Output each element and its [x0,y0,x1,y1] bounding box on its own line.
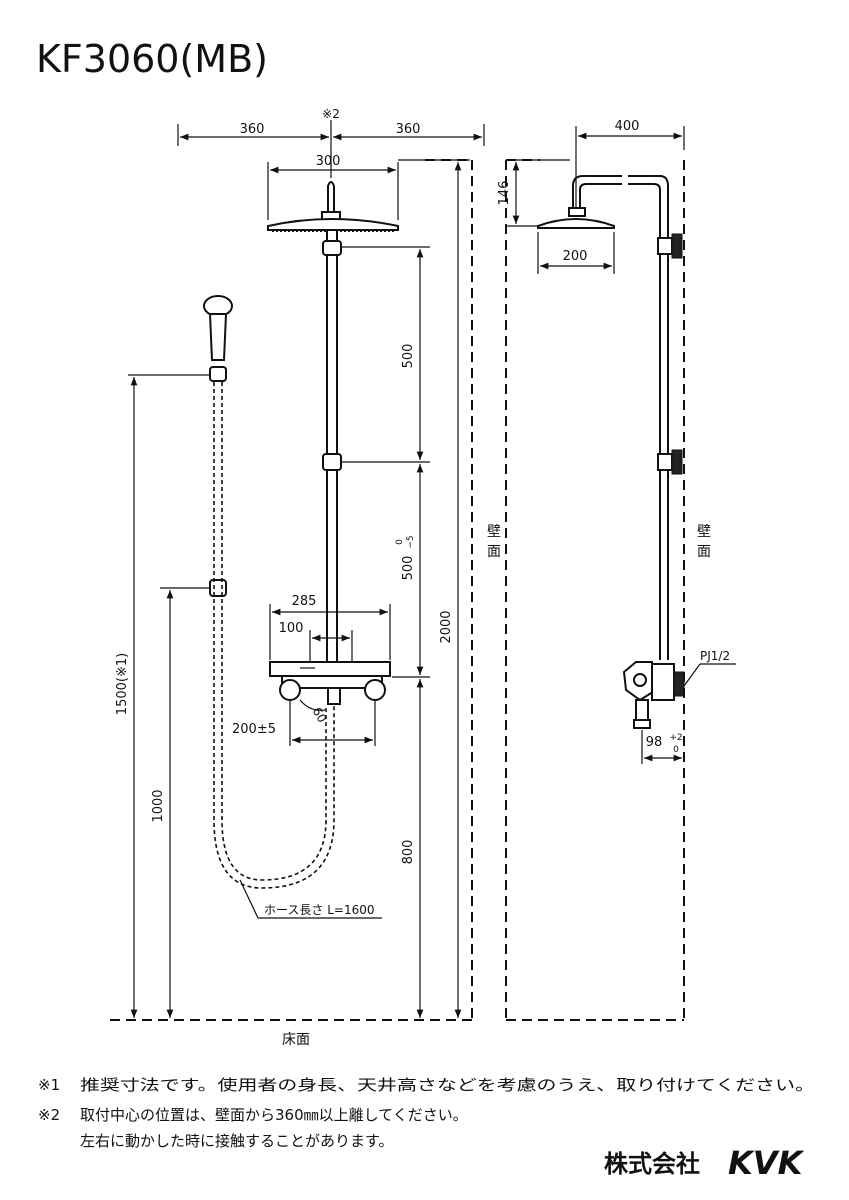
dim-total-height: 2000 [398,159,470,1018]
note1-mark: ※1 [38,1076,60,1094]
dim-side-depth: 98 +2 0 [644,733,683,762]
dim-holder-heights: 1500(※1) 1000 [115,374,210,1018]
dim-seg-mid: 500 [401,556,416,581]
dim-side-drop-value: 146 [497,181,512,206]
dim-mixer-offset: 100 [279,621,304,636]
dim-head-width: 300 [267,154,399,220]
dim-side-depth-tol-bot: 0 [673,745,679,755]
dim-inlet-spacing-value: 200±5 [232,722,276,737]
dim-seg-lower: 800 [401,840,416,865]
front-wall-label-1: 壁 [487,524,501,540]
side-shower-arm [537,174,669,660]
note1-text: 推奨寸法です。使用者の身長、天井高さなどを考慮のうえ、取り付けてください。 [80,1076,815,1094]
dim-seg-mid-tol-top: 0 [395,539,405,545]
side-wall-label-1: 壁 [697,524,711,540]
dim-side-reach-value: 400 [615,119,640,134]
dim-angle: 60 [310,705,330,725]
dim-seg-mid-tol-bot: −5 [406,535,416,548]
model-title: KF3060(MB) [36,37,268,81]
side-wall-label-2: 面 [697,544,711,560]
dim-total-height-value: 2000 [439,610,454,643]
side-bracket-upper [657,237,673,255]
brand-logo: 株式会社 KVK [604,1144,805,1182]
dim-top-left: 360 [240,122,265,137]
dim-holder-upper: 1500(※1) [115,653,130,715]
dim-side-head-value: 200 [563,249,588,264]
mixer-valve: 60 [269,661,391,725]
dim-seg-upper: 500 [401,344,416,369]
dim-side-depth-tol-top: +2 [669,733,682,743]
note2-text1: 取付中心の位置は、壁面から360㎜以上離してください。 [80,1106,468,1124]
dim-top-note: ※2 [322,107,340,121]
brand-jp: 株式会社 [604,1150,700,1178]
dim-side-reach: 400 [575,119,685,210]
note2-mark: ※2 [38,1106,60,1124]
dim-right-segments: 500 500 0 −5 800 [341,246,430,1018]
dim-holder-lower: 1000 [151,789,166,822]
front-view: 360 360 ※2 300 [110,107,501,1048]
side-thread: PJ1/2 [683,649,736,687]
hand-shower [203,295,233,597]
dim-side-drop: 146 [497,159,570,227]
side-mixer [622,661,685,764]
dim-top-spacing: 360 360 ※2 [177,107,485,178]
floor-label: 床面 [282,1032,310,1048]
side-view: 400 146 200 [497,119,736,1021]
notes: ※1 推奨寸法です。使用者の身長、天井高さなどを考慮のうえ、取り付けてください。… [38,1076,815,1150]
note2-text2: 左右に動かした時に接触することがあります。 [80,1132,394,1150]
dim-side-depth-value: 98 [646,735,663,750]
side-bracket-lower [657,453,673,471]
side-thread-value: PJ1/2 [700,649,730,663]
dim-head-width-value: 300 [316,154,341,169]
dim-mixer-width: 285 [292,594,317,609]
dim-top-right: 360 [396,122,421,137]
dim-side-head: 200 [537,232,615,274]
overhead-shower [267,181,399,232]
hose-label: ホース長さ L=1600 [239,879,382,919]
hose [213,382,335,889]
dim-inlet-spacing: 200±5 [232,700,376,746]
dim-mixer: 285 100 [269,594,391,670]
hose-length: ホース長さ L=1600 [264,903,375,917]
brand-en: KVK [728,1144,805,1182]
front-wall-label-2: 面 [487,544,501,560]
riser-pipe [322,229,342,663]
